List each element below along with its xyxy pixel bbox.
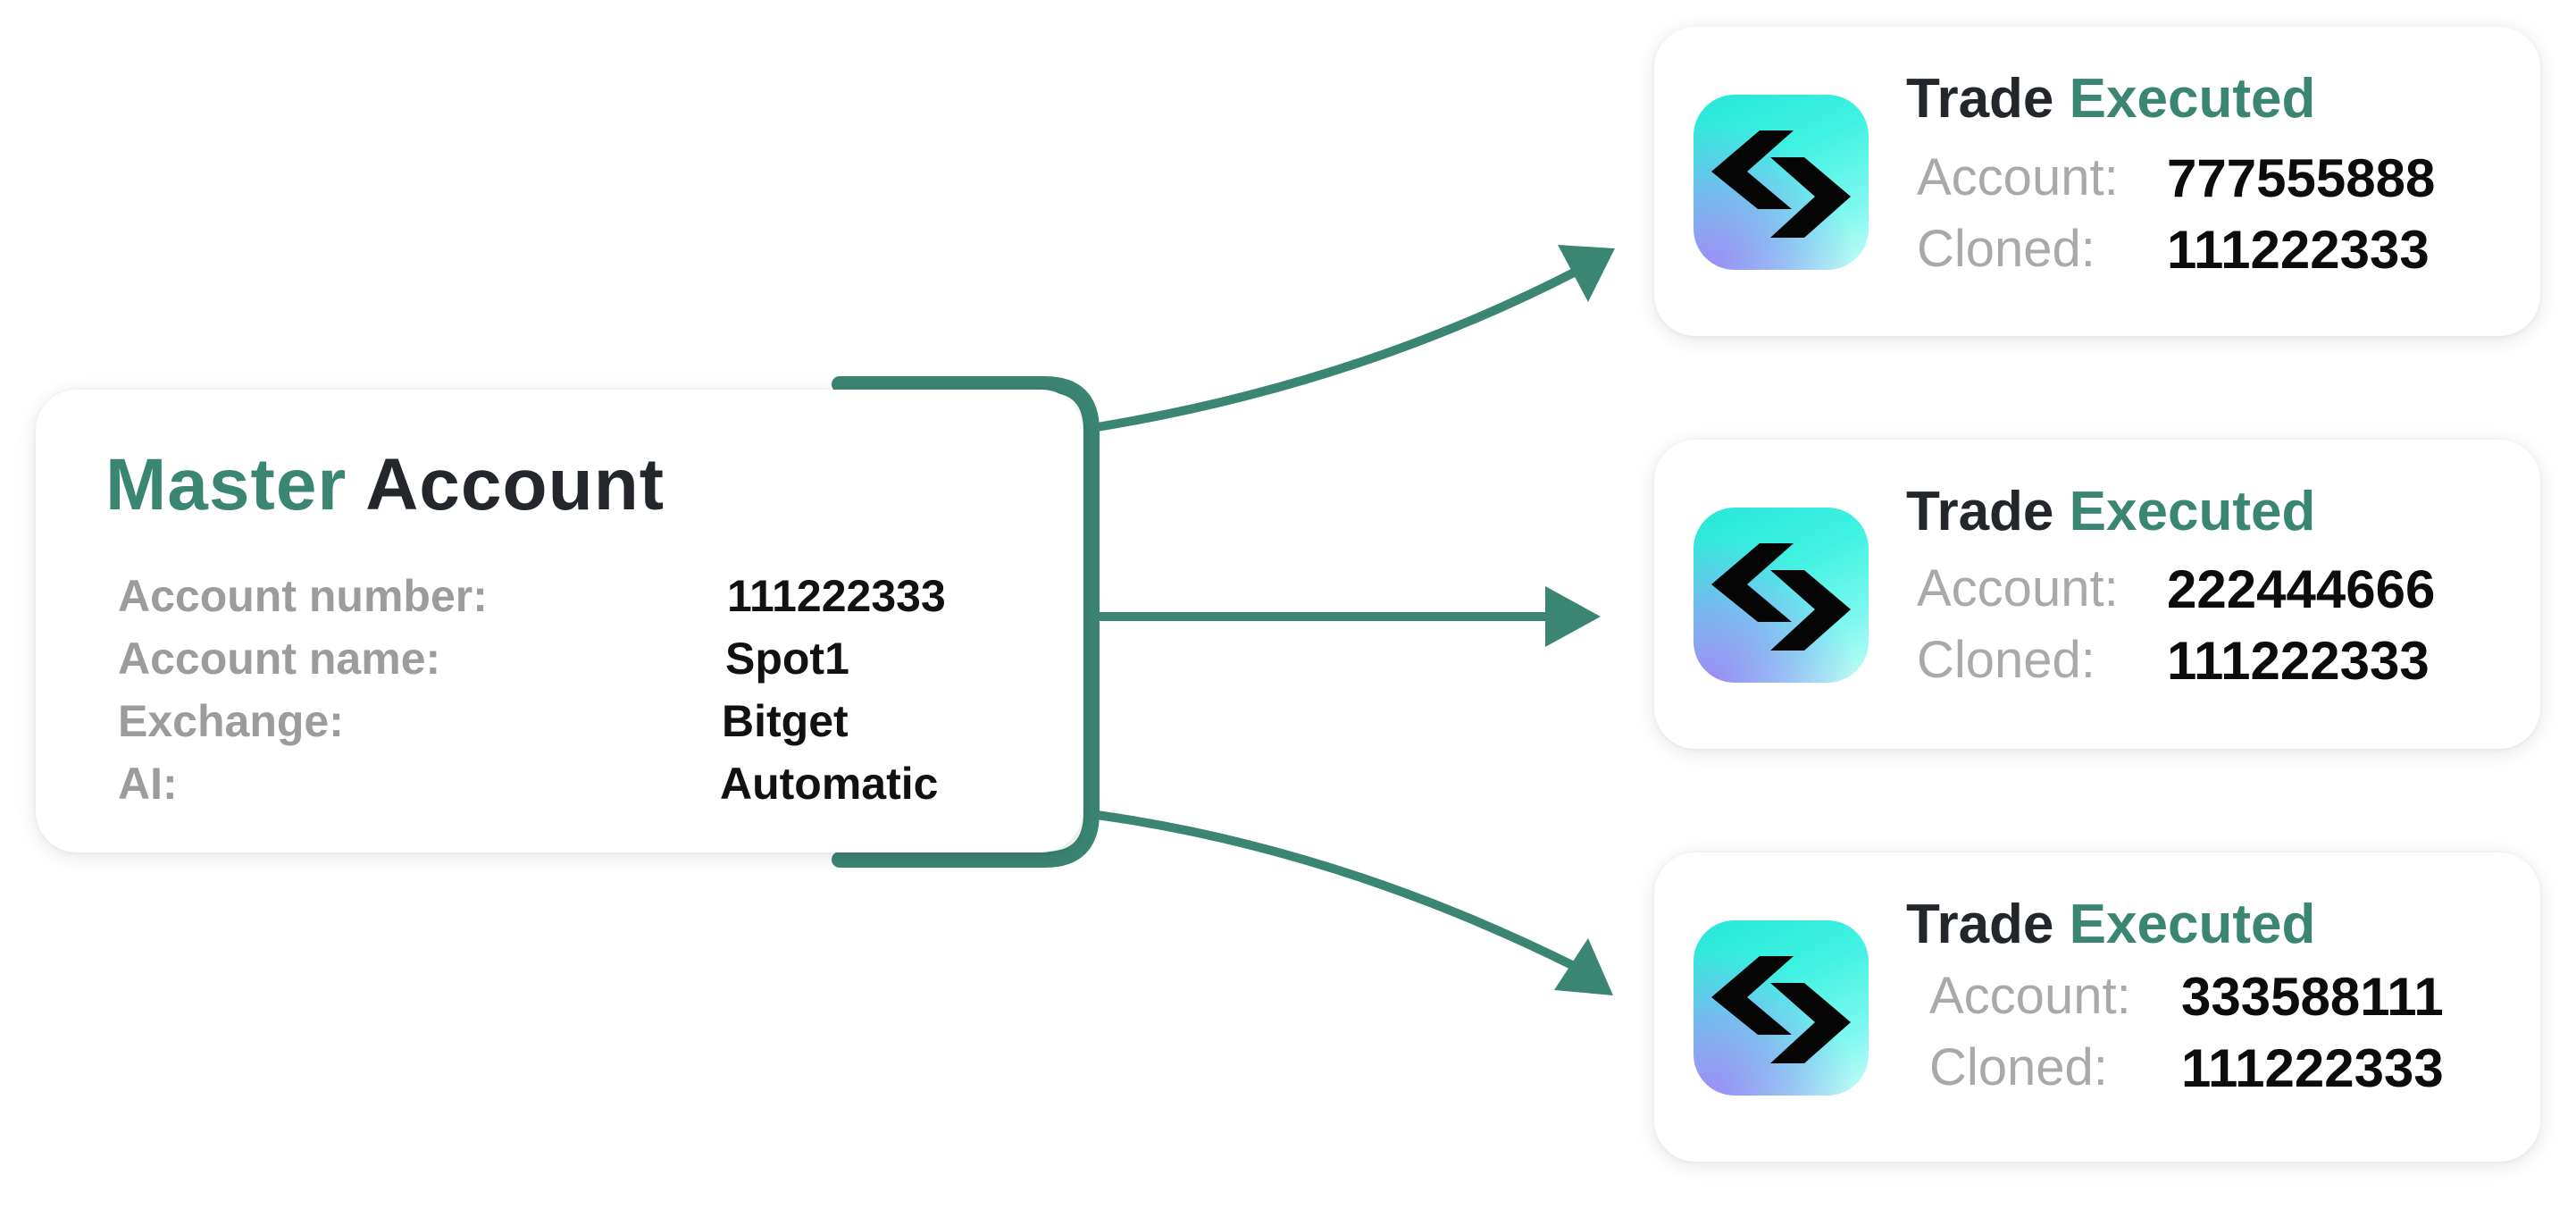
exchange-label: Exchange: — [118, 696, 344, 746]
trade-title-accent: Executed — [2069, 68, 2316, 130]
trade-title: Trade Executed — [1906, 897, 2315, 953]
title-accent: Master — [105, 444, 347, 525]
master-account-title: Master Account — [105, 449, 665, 522]
trade-title: Trade Executed — [1906, 484, 2315, 540]
account-value: 777555888 — [2167, 148, 2436, 208]
cloned-label: Cloned: — [1929, 1038, 2108, 1096]
account-number-label: Account number: — [118, 571, 488, 621]
trade-title-accent: Executed — [2069, 481, 2316, 542]
ai-label: AI: — [118, 759, 178, 809]
trade-title-accent: Executed — [2069, 894, 2316, 955]
bitget-logo-icon — [1694, 95, 1869, 270]
trade-executed-card: Trade Executed Account: 333588111 Cloned… — [1654, 852, 2540, 1162]
arrow-right-icon — [1545, 586, 1601, 647]
bitget-logo-icon — [1694, 920, 1869, 1096]
bitget-logo-icon — [1694, 508, 1869, 683]
title-main: Account — [365, 444, 665, 525]
account-value: 333588111 — [2181, 967, 2444, 1027]
trade-title: Trade Executed — [1906, 71, 2315, 127]
trade-title-main: Trade — [1906, 481, 2054, 542]
cloned-value: 111222333 — [2167, 631, 2430, 691]
account-label: Account: — [1917, 148, 2119, 206]
account-label: Account: — [1929, 967, 2131, 1025]
ai-value: Automatic — [720, 759, 939, 809]
account-name-label: Account name: — [118, 634, 441, 684]
trade-executed-card: Trade Executed Account: 222444666 Cloned… — [1654, 440, 2540, 749]
trade-title-main: Trade — [1906, 894, 2054, 955]
cloned-value: 111222333 — [2167, 220, 2430, 280]
cloned-value: 111222333 — [2181, 1038, 2444, 1098]
connector-top — [1092, 265, 1584, 432]
account-label: Account: — [1917, 559, 2119, 617]
trade-title-main: Trade — [1906, 68, 2054, 130]
account-number-value: 111222333 — [727, 571, 946, 621]
account-value: 222444666 — [2167, 559, 2436, 619]
cloned-label: Cloned: — [1917, 220, 2095, 278]
connector-bottom — [1092, 810, 1584, 973]
arrow-right-icon — [1558, 245, 1615, 302]
cloned-label: Cloned: — [1917, 631, 2095, 689]
account-name-value: Spot1 — [725, 634, 849, 684]
arrow-right-icon — [1554, 938, 1613, 995]
exchange-value: Bitget — [722, 696, 849, 746]
master-account-card: Master Account Account number: 111222333… — [36, 390, 1083, 852]
trade-executed-card: Trade Executed Account: 777555888 Cloned… — [1654, 27, 2540, 336]
